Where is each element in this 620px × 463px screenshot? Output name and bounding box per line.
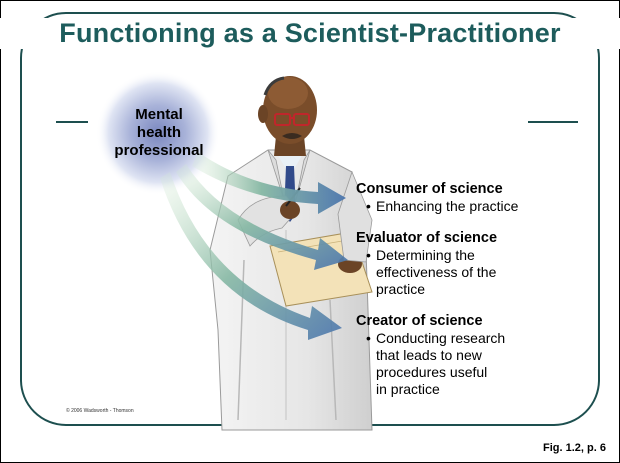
figure-caption: Fig. 1.2, p. 6 [543,442,606,454]
source-label-line: Mental [135,106,183,123]
role-detail-line: that leads to new [376,347,482,363]
slide-title: Functioning as a Scientist-Practitioner [0,18,620,49]
role-heading-consumer: Consumer of science [356,181,503,197]
role-heading-creator: Creator of science [356,313,483,329]
copyright-notice: © 2006 Wadsworth - Thomson [66,408,134,414]
bullet: • [366,247,371,263]
source-label: Mental health professional [104,106,214,160]
source-label-line: health [136,124,182,141]
arrow-to-evaluator [176,164,348,270]
source-halo [96,71,220,195]
arrow-to-consumer [192,152,346,214]
role-detail-creator: • Conducting research that leads to new … [366,330,506,398]
role-detail-line: Determining the [376,247,475,263]
role-detail-line: procedures useful [376,364,488,380]
scientist-illustration [209,76,373,431]
role-detail-line: practice [376,281,426,297]
arrow-to-creator [160,172,342,340]
bullet: • [366,198,371,214]
bullet: • [366,330,371,346]
role-detail-line: in practice [376,381,440,397]
role-detail-line: effectiveness of the [376,264,497,280]
role-detail-line: Conducting research [376,330,506,346]
role-detail-evaluator: • Determining the effectiveness of the p… [366,247,497,298]
role-detail-consumer: • Enhancing the practice [366,198,519,215]
source-label-line: professional [114,142,204,159]
arrows [160,152,348,340]
role-detail-line: Enhancing the practice [376,198,519,214]
role-heading-evaluator: Evaluator of science [356,230,498,246]
rule-left [56,121,88,123]
rule-right [528,121,578,123]
